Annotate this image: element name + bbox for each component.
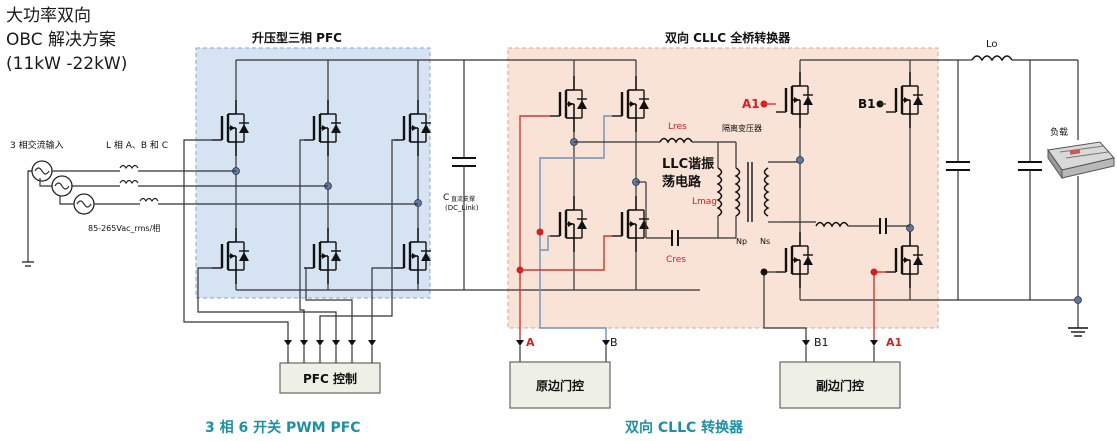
secondary-gate-box [779,361,901,409]
primary-gate-box [509,361,611,409]
pfc-controller-label: PFC 控制 [303,371,357,386]
ac-source-a [31,160,53,182]
b1-left-label: B1 [858,97,876,111]
gate-a-label: A [526,336,535,349]
vac-range-label: 85-265Vac_rms/相 [88,223,160,233]
title-line-3: (11kW -22kW) [6,54,127,74]
gate-b1-label: B1 [814,336,829,349]
battery-pack-icon [1047,141,1115,180]
isolation-transformer-label: 隔离变压器 [722,123,762,133]
lmag-label: Lmag [692,197,717,207]
load-label: 负载 [1050,126,1068,138]
cllc-section-title: 双向 CLLC 全桥转换器 [665,30,791,45]
lres-label: Lres [668,122,687,132]
title-line-2: OBC 解决方案 [6,30,116,50]
ns-label: Ns [760,237,770,246]
llc-res-line2: 荡电路 [662,174,702,190]
gate-b-label: B [610,336,618,349]
pfc-section-title: 升压型三相 PFC [252,30,342,45]
lo-label: Lo [986,39,998,50]
phases-label: L 相 A、B 和 C [106,139,168,151]
caption-right: 双向 CLLC 转换器 [625,419,744,436]
a1-left-label: A1 [742,97,760,111]
dc-link-name: (DC_Link) [445,204,479,212]
pfc-controller-box [279,362,381,394]
ac-input-label: 3 相交流输入 [10,139,64,151]
llc-res-line1: LLC谐振 [662,156,714,172]
cres-label: Cres [666,255,686,265]
secondary-gate-label: 副边门控 [816,378,864,393]
gate-a1-label: A1 [886,336,902,349]
primary-gate-label: 原边门控 [536,378,584,393]
ac-source-c [73,193,95,215]
caption-left: 3 相 6 开关 PWM PFC [205,419,361,436]
dc-link-cap-label: C [443,193,449,203]
title-line-1: 大功率双向 [6,6,91,26]
ac-source-b [51,175,73,197]
dc-link-cap-sub: 直流支撑 [451,195,475,203]
cllc-region [507,47,939,329]
np-label: Np [736,237,747,246]
